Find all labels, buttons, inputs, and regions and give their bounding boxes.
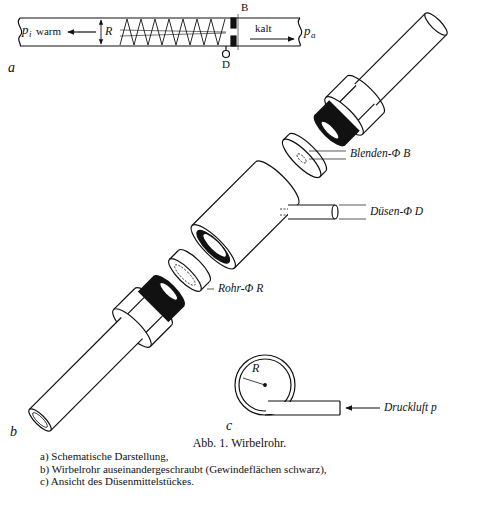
- panel-letter: b: [10, 424, 17, 439]
- pressure-symbol: p: [304, 24, 311, 38]
- flow-label: kalt: [255, 22, 272, 34]
- caption-item: b) Wirbelrohr auseinandergeschraubt (Gew…: [40, 463, 370, 476]
- flow-label: warm: [36, 25, 61, 37]
- caption-block: Abb. 1. Wirbelrohr. a) Schematische Dars…: [0, 436, 479, 488]
- dimension-label: Düsen-Φ D: [370, 205, 423, 218]
- subscript: a: [311, 31, 316, 41]
- dimension-letter: B: [241, 1, 248, 13]
- dimension-letter: R: [252, 362, 259, 375]
- panel-letter: c: [226, 418, 232, 433]
- caption-item: c) Ansicht des Düsenmittelstückes.: [40, 475, 370, 488]
- subscript: i: [29, 30, 32, 40]
- caption-list: a) Schematische Darstellung,b) Wirbelroh…: [40, 450, 370, 488]
- pressure-symbol: p: [22, 23, 29, 37]
- caption-item: a) Schematische Darstellung,: [40, 450, 370, 463]
- panel-letter: a: [8, 60, 15, 75]
- dimension-label: Blenden-Φ B: [350, 147, 410, 160]
- dimension-label: Rohr-Φ R: [218, 282, 263, 295]
- flow-label: Druckluft p: [384, 401, 437, 414]
- dimension-letter: D: [222, 58, 230, 70]
- figure-caption: Abb. 1. Wirbelrohr.: [0, 436, 479, 450]
- dimension-letter: R: [105, 25, 112, 38]
